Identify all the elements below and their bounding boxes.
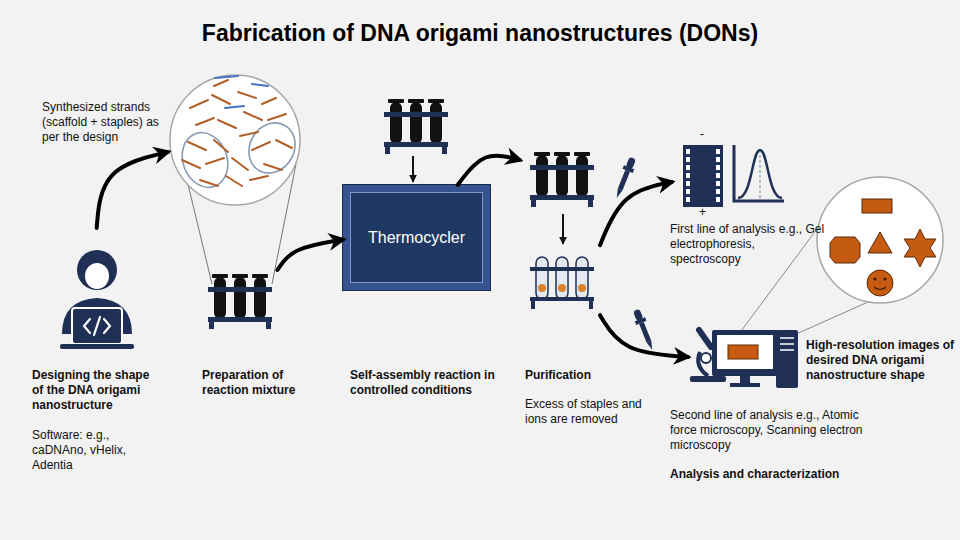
tube-rack [530,152,594,207]
peak-line [759,150,760,199]
zoom-node: Synthesized strands (scaffold + staples)… [168,75,305,210]
process-box: Thermocycler [343,185,490,290]
spectrum-curve [738,150,782,198]
screen-image [728,345,758,359]
smiley-eye [883,277,886,280]
staple-strands [182,80,292,186]
step-caption: Self-assembly reaction in controlled con… [350,368,500,398]
flow-arrow [458,156,520,185]
tube-rack [208,274,272,329]
node-heading: Designing the shape of the DNA origami n… [32,368,157,413]
step-node: Preparation of reaction mixture [205,270,320,395]
dropper-icon [612,156,638,200]
microscope-tube [699,330,711,347]
step-node: Designing the shape of the DNA origami n… [28,228,160,473]
image-caption: High-resolution images of desired DNA or… [806,338,956,383]
zoom-circle [170,75,300,205]
node-heading: Synthesized strands (scaffold + staples)… [42,100,168,145]
dropper-icon [631,308,657,352]
step-arrow [562,214,564,244]
flow-arrow [97,152,168,228]
tube-rack [530,257,594,309]
origami-rectangle [862,199,892,213]
person-hair [77,250,117,290]
blue-strands [215,76,268,108]
flow-arrow [600,182,672,245]
laptop-screen [72,308,122,344]
code-symbol [84,317,110,335]
gel-lanes [686,149,720,202]
analysis-node: First line of analysis e.g., Gel electro… [672,130,830,265]
section-caption: Analysis and characterization [670,467,870,482]
node-heading: Second line of analysis e.g., Atomic for… [670,408,865,453]
computer-tower [776,330,798,388]
node-body: Software: e.g., caDNAno, vHelix, Adentia [32,428,132,473]
step-node: PurificationExcess of staples and ions a… [520,150,600,430]
origami-star [904,229,936,267]
diagram-title: Fabrication of DNA origami nanostructure… [0,20,960,47]
microscope-base [690,376,726,382]
monitor-stand [740,376,750,384]
input-arrow [412,156,414,182]
tube-rack [384,99,448,154]
laptop-base [60,344,134,349]
flow-arrow [600,315,688,357]
spectrum-axes [734,145,784,201]
smiley-mouth [874,287,886,290]
polarity-sign: + [699,205,711,220]
origami-smiley [867,270,893,296]
node-heading: Preparation of reaction mixture [202,368,314,398]
microscope-stage [701,353,711,363]
monitor-foot [730,383,760,387]
scaffold-strand [240,114,304,181]
origami-triangle [868,232,892,253]
monitor-screen [717,335,773,369]
monitor [712,330,778,376]
node-body: Excess of staples and ions are removed [525,397,655,427]
origami-octagon [830,237,860,263]
node-heading: First line of analysis e.g., Gel electro… [670,222,828,267]
gel-icon [683,145,723,207]
node-heading: Purification [525,368,645,383]
flow-arrow [277,240,343,270]
person-face [85,263,109,289]
smiley-eye [873,277,876,280]
node-heading: Thermocycler [350,228,483,248]
zoom-circle [817,177,943,303]
tower-slots [780,338,794,350]
polarity-sign: - [700,127,712,142]
